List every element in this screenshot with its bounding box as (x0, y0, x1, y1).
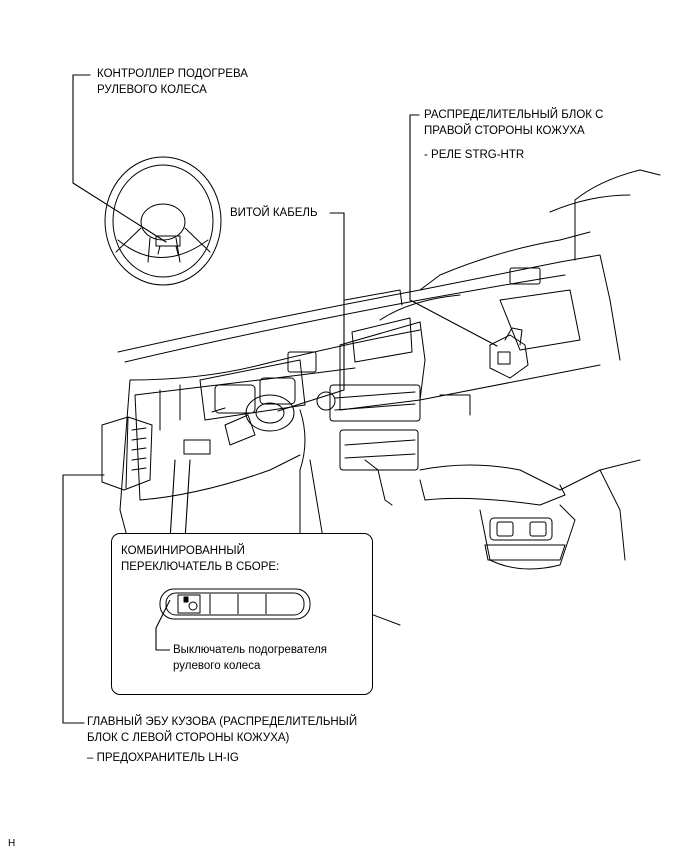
right-junction-block-line2: ПРАВОЙ СТОРОНЫ КОЖУХА (424, 125, 585, 137)
main-body-ecu-label: ГЛАВНЫЙ ЭБУ КУЗОВА (РАСПРЕДЕЛИТЕЛЬНЫЙ БЛ… (87, 714, 357, 766)
steering-heater-controller-line2: РУЛЕВОГО КОЛЕСА (97, 84, 207, 96)
combination-switch-line1: КОМБИНИРОВАННЫЙ (121, 545, 245, 557)
main-body-ecu-illustration (101, 416, 153, 491)
steering-heater-controller-label: КОНТРОЛЛЕР ПОДОГРЕВА РУЛЕВОГО КОЛЕСА (97, 66, 248, 98)
right-junction-block-illustration (489, 327, 529, 379)
right-junction-block-line1: РАСПРЕДЕЛИТЕЛЬНЫЙ БЛОК С (424, 109, 604, 121)
leader-lines (62, 74, 498, 724)
heater-switch-line2: рулевого колеса (173, 660, 261, 672)
main-body-ecu-line2: БЛОК С ЛЕВОЙ СТОРОНЫ КОЖУХА) (87, 732, 290, 744)
heater-switch-line1: Выключатель подогревателя (173, 644, 328, 656)
spiral-cable-label: ВИТОЙ КАБЕЛЬ (230, 207, 318, 219)
steering-heater-controller-line1: КОНТРОЛЛЕР ПОДОГРЕВА (97, 68, 248, 80)
dashboard-illustration (117, 169, 661, 626)
steering-wheel-illustration (104, 156, 222, 286)
main-body-ecu-line1: ГЛАВНЫЙ ЭБУ КУЗОВА (РАСПРЕДЕЛИТЕЛЬНЫЙ (87, 716, 358, 728)
heater-switch-label: Выключатель подогревателя рулевого колес… (173, 642, 327, 674)
right-junction-block-label: РАСПРЕДЕЛИТЕЛЬНЫЙ БЛОК С ПРАВОЙ СТОРОНЫ … (424, 107, 603, 163)
lh-ig-fuse-label: – ПРЕДОХРАНИТЕЛЬ LH-IG (87, 752, 239, 764)
combination-switch-line2: ПЕРЕКЛЮЧАТЕЛЬ В СБОРЕ: (121, 561, 280, 573)
strg-htr-relay-label: - РЕЛЕ STRG-HTR (424, 149, 525, 161)
combination-switch-label: КОМБИНИРОВАННЫЙ ПЕРЕКЛЮЧАТЕЛЬ В СБОРЕ: (121, 543, 279, 575)
combination-switch-inset (111, 533, 373, 695)
figure-code: H (8, 838, 16, 849)
